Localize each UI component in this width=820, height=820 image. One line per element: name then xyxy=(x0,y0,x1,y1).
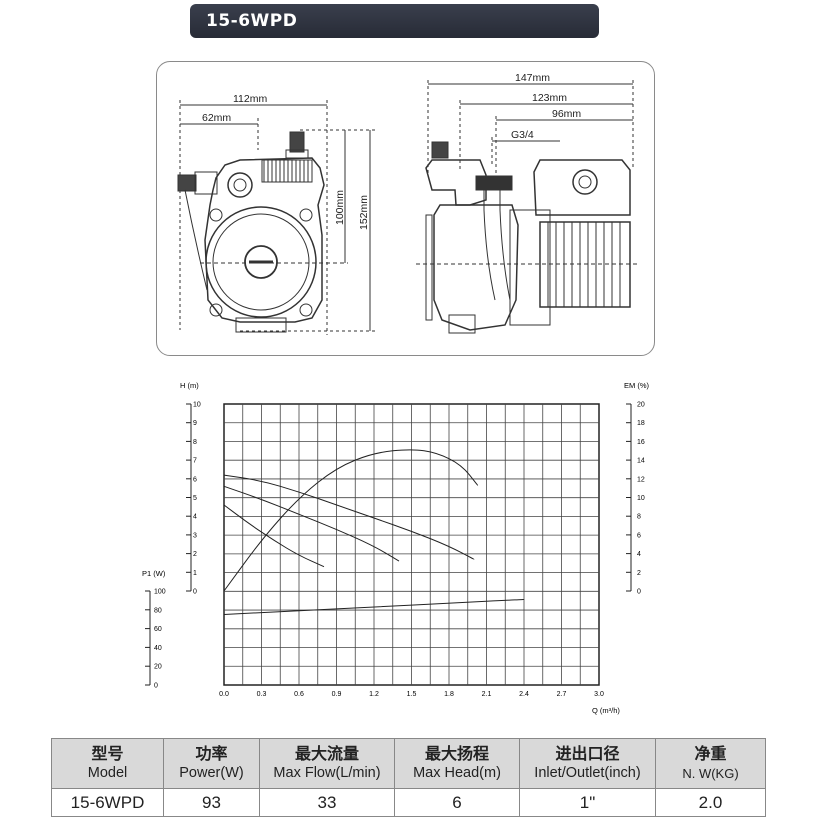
cell-inlet-outlet: 1" xyxy=(519,788,656,817)
eff-tick-label: 0 xyxy=(637,589,641,596)
power-tick-label: 0 xyxy=(154,683,158,690)
power-tick-label: 40 xyxy=(154,645,162,652)
eff-curve-3 xyxy=(223,449,479,592)
flow-tick-label: 1.5 xyxy=(407,691,417,698)
head-tick-label: 5 xyxy=(193,495,197,502)
power-tick-label: 20 xyxy=(154,664,162,671)
head-curve-2 xyxy=(223,504,325,568)
flow-axis-label: Q (m³/h) xyxy=(592,706,620,715)
eff-tick-label: 20 xyxy=(637,402,645,409)
flow-tick-label: 0.3 xyxy=(257,691,267,698)
head-tick-label: 0 xyxy=(193,589,197,596)
eff-axis-label: EM (%) xyxy=(624,381,650,390)
dimension-drawing-panel xyxy=(156,61,655,356)
head-axis-label: H (m) xyxy=(180,381,199,390)
head-curve-0 xyxy=(223,474,475,560)
eff-tick-label: 2 xyxy=(637,570,641,577)
eff-tick-label: 18 xyxy=(637,420,645,427)
cell-power: 93 xyxy=(163,788,260,817)
cell-net-weight: 2.0 xyxy=(655,788,766,817)
head-tick-label: 8 xyxy=(193,439,197,446)
eff-tick-label: 12 xyxy=(637,476,645,483)
dim-front-height-inner: 100mm xyxy=(334,190,346,225)
head-tick-label: 2 xyxy=(193,551,197,558)
head-tick-label: 9 xyxy=(193,420,197,427)
dim-front-width: 112mm xyxy=(233,93,267,105)
spec-table-row: 15-6WPD 93 33 6 1" 2.0 xyxy=(51,788,766,817)
flow-tick-label: 0.0 xyxy=(219,691,229,698)
eff-tick-label: 4 xyxy=(637,551,641,558)
power-tick-label: 100 xyxy=(154,589,166,596)
power-tick-label: 60 xyxy=(154,626,162,633)
dim-side-short: 96mm xyxy=(552,108,581,120)
head-tick-label: 7 xyxy=(193,458,197,465)
eff-tick-label: 8 xyxy=(637,514,641,521)
head-tick-label: 1 xyxy=(193,570,197,577)
power-axis-label: P1 (W) xyxy=(142,569,166,578)
chart-grid xyxy=(223,403,600,686)
performance-chart: H (m) EM (%) P1 (W) Q (m³/h) 01234567891… xyxy=(142,381,650,715)
flow-tick-label: 0.9 xyxy=(332,691,342,698)
head-tick-label: 4 xyxy=(193,514,197,521)
eff-tick-label: 10 xyxy=(637,495,645,502)
flow-tick-label: 0.6 xyxy=(294,691,304,698)
eff-tick-label: 14 xyxy=(637,458,645,465)
pump-dimension-drawing: 112mm 62mm 100mm 152mm 147mm 123mm 96mm … xyxy=(177,72,640,335)
flow-tick-label: 2.7 xyxy=(557,691,567,698)
flow-tick-label: 2.4 xyxy=(519,691,529,698)
eff-tick-label: 6 xyxy=(637,532,641,539)
model-title-bar: 15-6WPD xyxy=(190,4,599,38)
eff-tick-label: 16 xyxy=(637,439,645,446)
head-curve-1 xyxy=(223,485,400,562)
flow-tick-label: 3.0 xyxy=(594,691,604,698)
dim-side-mid: 123mm xyxy=(532,92,567,104)
flow-tick-label: 1.8 xyxy=(444,691,454,698)
head-tick-label: 3 xyxy=(193,532,197,539)
flow-tick-label: 1.2 xyxy=(369,691,379,698)
chart-curves xyxy=(223,449,525,615)
cell-max-flow: 33 xyxy=(259,788,395,817)
power-curve-4 xyxy=(223,598,525,615)
cell-model: 15-6WPD xyxy=(51,788,164,817)
cell-max-head: 6 xyxy=(394,788,520,817)
power-tick-label: 80 xyxy=(154,607,162,614)
dim-thread: G3/4 xyxy=(511,129,534,141)
flow-tick-label: 2.1 xyxy=(482,691,492,698)
head-tick-label: 6 xyxy=(193,476,197,483)
dim-front-offset: 62mm xyxy=(202,112,231,124)
dim-front-height-total: 152mm xyxy=(358,195,370,230)
model-title: 15-6WPD xyxy=(206,11,298,31)
dim-side-total: 147mm xyxy=(515,72,550,84)
head-tick-label: 10 xyxy=(193,402,201,409)
